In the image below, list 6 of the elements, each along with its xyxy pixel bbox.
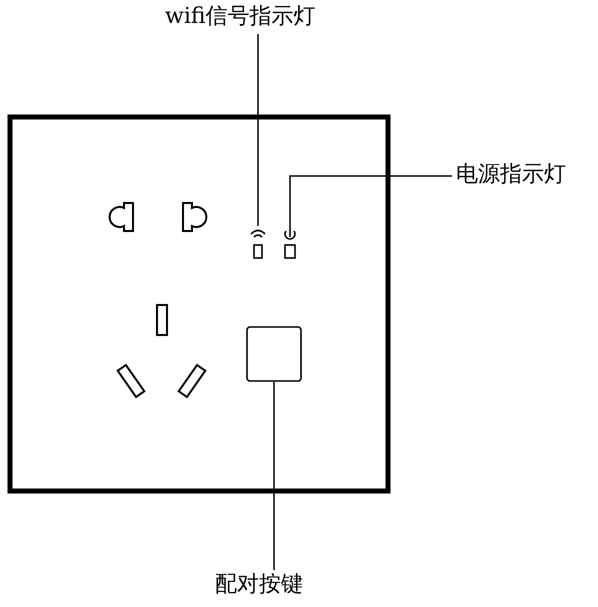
leader-line <box>273 382 275 570</box>
leader-line <box>257 34 259 226</box>
callout-label: wifi信号指示灯 <box>165 4 316 32</box>
leader-line <box>289 175 452 228</box>
callout-label: 配对按键 <box>215 572 303 600</box>
callout-label: 电源指示灯 <box>456 162 566 190</box>
